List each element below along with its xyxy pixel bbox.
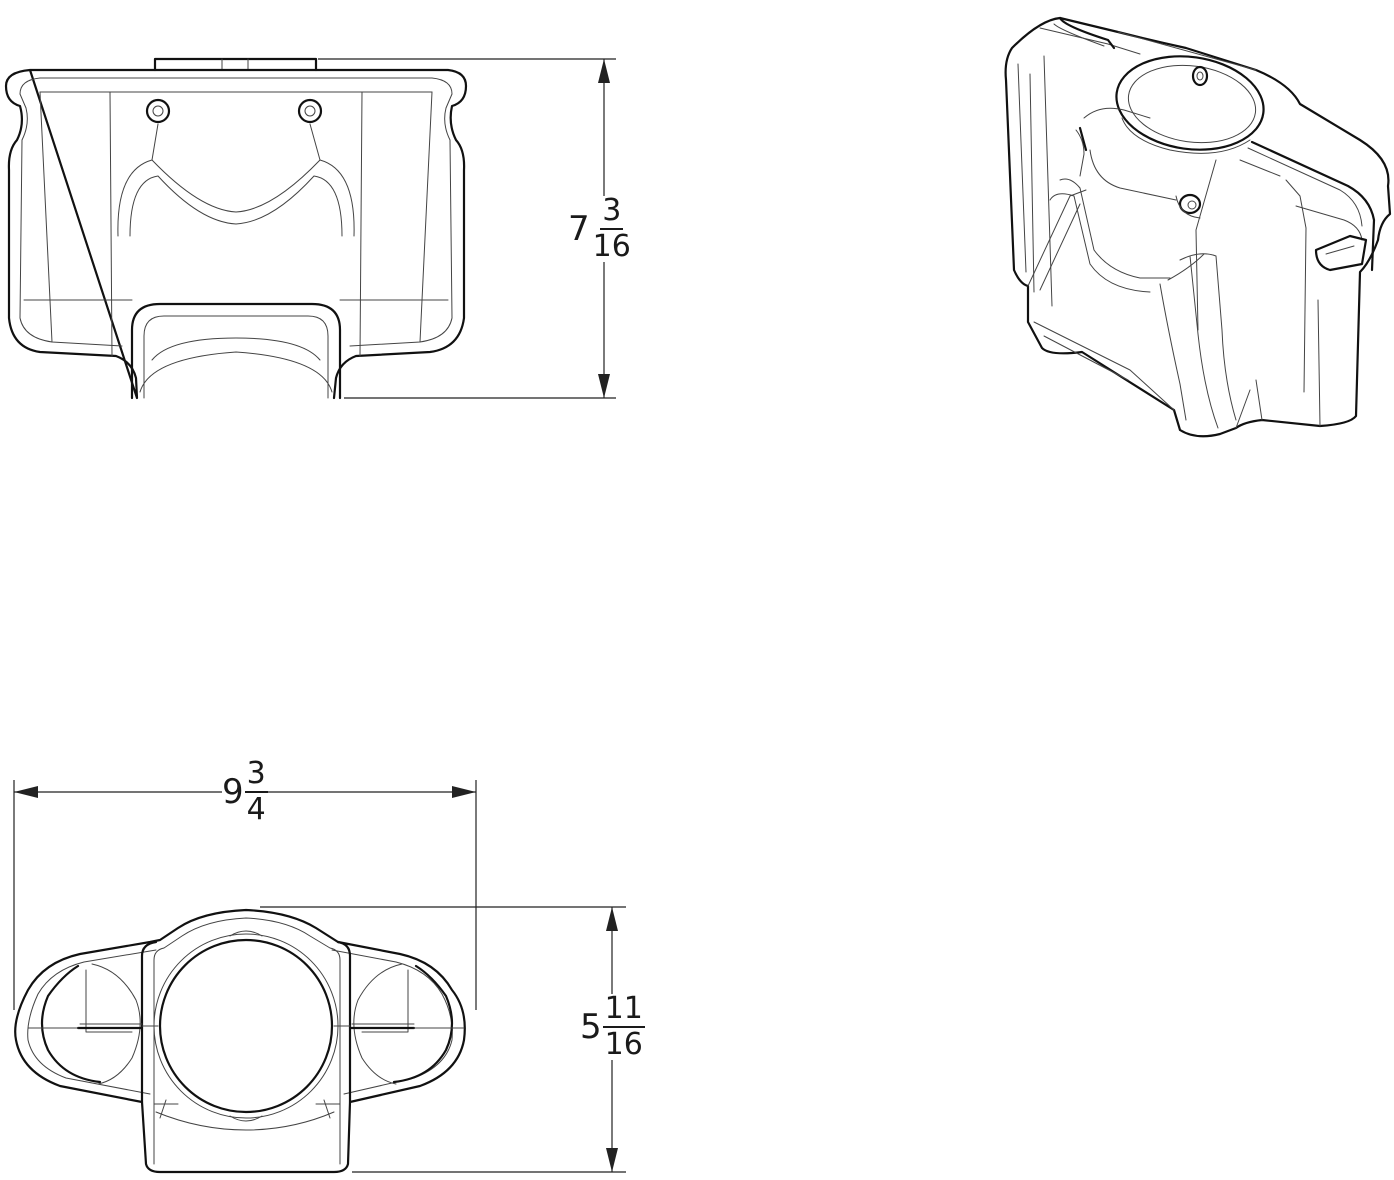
top-view [14, 908, 466, 1174]
height-dimension-label: 7 3 16 [568, 196, 633, 262]
depth-dimension-label: 5 11 16 [580, 994, 645, 1060]
front-top-tab [153, 57, 318, 72]
depth-denominator: 16 [604, 1027, 643, 1062]
width-dimension-label: 9 3 4 [222, 759, 268, 825]
front-body-outline [4, 68, 468, 400]
height-fraction: 3 16 [591, 196, 633, 262]
height-denominator: 16 [592, 229, 631, 264]
width-fraction: 3 4 [244, 756, 268, 827]
depth-fraction: 11 16 [602, 991, 645, 1062]
top-body-outline [14, 908, 466, 1174]
width-dimension-line [13, 780, 477, 1010]
width-whole: 9 [222, 772, 244, 812]
height-whole: 7 [568, 209, 590, 249]
isometric-view [1004, 16, 1392, 438]
depth-dimension-line [260, 906, 626, 1173]
width-numerator: 3 [244, 756, 268, 793]
front-view [4, 57, 468, 400]
depth-numerator: 11 [602, 991, 645, 1028]
depth-whole: 5 [580, 1007, 602, 1047]
width-denominator: 4 [246, 792, 266, 827]
iso-body-outline [1004, 16, 1392, 438]
height-numerator: 3 [600, 193, 624, 230]
